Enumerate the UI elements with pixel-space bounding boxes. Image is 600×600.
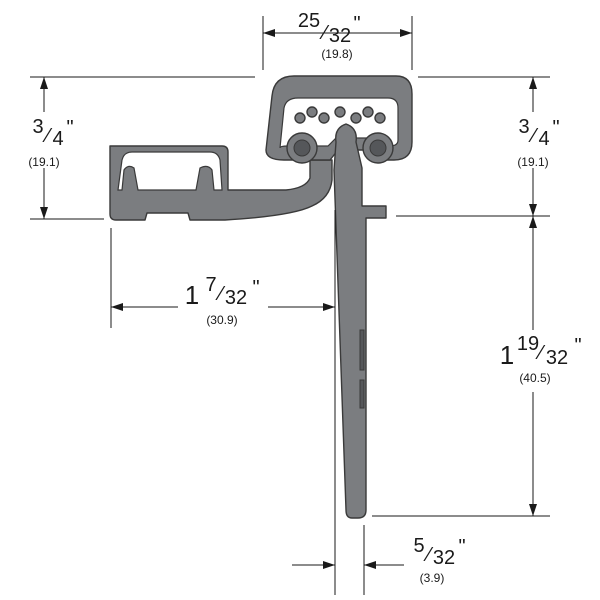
leaf-width-metric: (30.9): [206, 313, 237, 327]
leaf-width-numerator: 7: [205, 274, 216, 296]
lower-height-slash: ⁄: [534, 342, 545, 364]
left-channel-cavity: [117, 151, 223, 191]
right-height-numerator: 3: [518, 116, 529, 138]
left-height-metric: (19.1): [28, 155, 59, 169]
right-height-slash: ⁄: [527, 125, 538, 147]
dimension-left-height: 3 ⁄ 4 " (19.1): [20, 76, 255, 220]
leaf-width-inch-mark: ": [252, 277, 259, 299]
dimension-top-width: 25 ⁄ 32 " (19.8): [262, 10, 413, 70]
left-height-slash: ⁄: [41, 125, 52, 147]
top-width-numerator: 25: [298, 10, 320, 32]
leaf-slot-2: [359, 379, 365, 409]
top-width-inch-mark: ": [353, 13, 360, 35]
leaf-slot-1: [359, 329, 365, 371]
leaf-thickness-denominator: 32: [433, 547, 455, 569]
gear-teeth: [294, 106, 386, 124]
lower-height-metric: (40.5): [519, 371, 550, 385]
dimension-leaf-width: 1 7 ⁄ 32 " (30.9): [110, 210, 336, 595]
right-height-metric: (19.1): [517, 155, 548, 169]
left-height-numerator: 3: [32, 116, 43, 138]
leaf-thickness-numerator: 5: [413, 535, 424, 557]
leaf-width-slash: ⁄: [214, 283, 225, 305]
leaf-thickness-metric: (3.9): [420, 571, 445, 585]
leaf-thickness-inch-mark: ": [458, 536, 465, 558]
right-knuckle-core: [369, 139, 387, 157]
left-height-inch-mark: ": [66, 117, 73, 139]
top-width-denominator: 32: [329, 25, 351, 47]
vertical-leaf: [333, 123, 387, 519]
right-height-denominator: 4: [538, 128, 549, 150]
leaf-width-denominator: 32: [225, 287, 247, 309]
leaf-thickness-slash: ⁄: [422, 544, 433, 566]
lower-height-whole: 1: [500, 340, 514, 370]
leaf-width-whole: 1: [185, 280, 199, 310]
dimension-right-height: 3 ⁄ 4 " (19.1): [396, 76, 562, 217]
lower-height-denominator: 32: [546, 347, 568, 369]
dimension-lower-height: 1 19 ⁄ 32 " (40.5): [372, 216, 592, 517]
right-height-inch-mark: ": [552, 117, 559, 139]
left-height-denominator: 4: [52, 128, 63, 150]
lower-height-numerator: 19: [517, 333, 539, 355]
hinge-profile: [109, 75, 413, 519]
top-width-slash: ⁄: [318, 22, 329, 44]
left-knuckle-core: [293, 139, 311, 157]
dimension-leaf-thickness: 5 ⁄ 32 " (3.9): [292, 525, 466, 595]
lower-height-inch-mark: ": [574, 335, 581, 357]
top-width-metric: (19.8): [321, 47, 352, 61]
